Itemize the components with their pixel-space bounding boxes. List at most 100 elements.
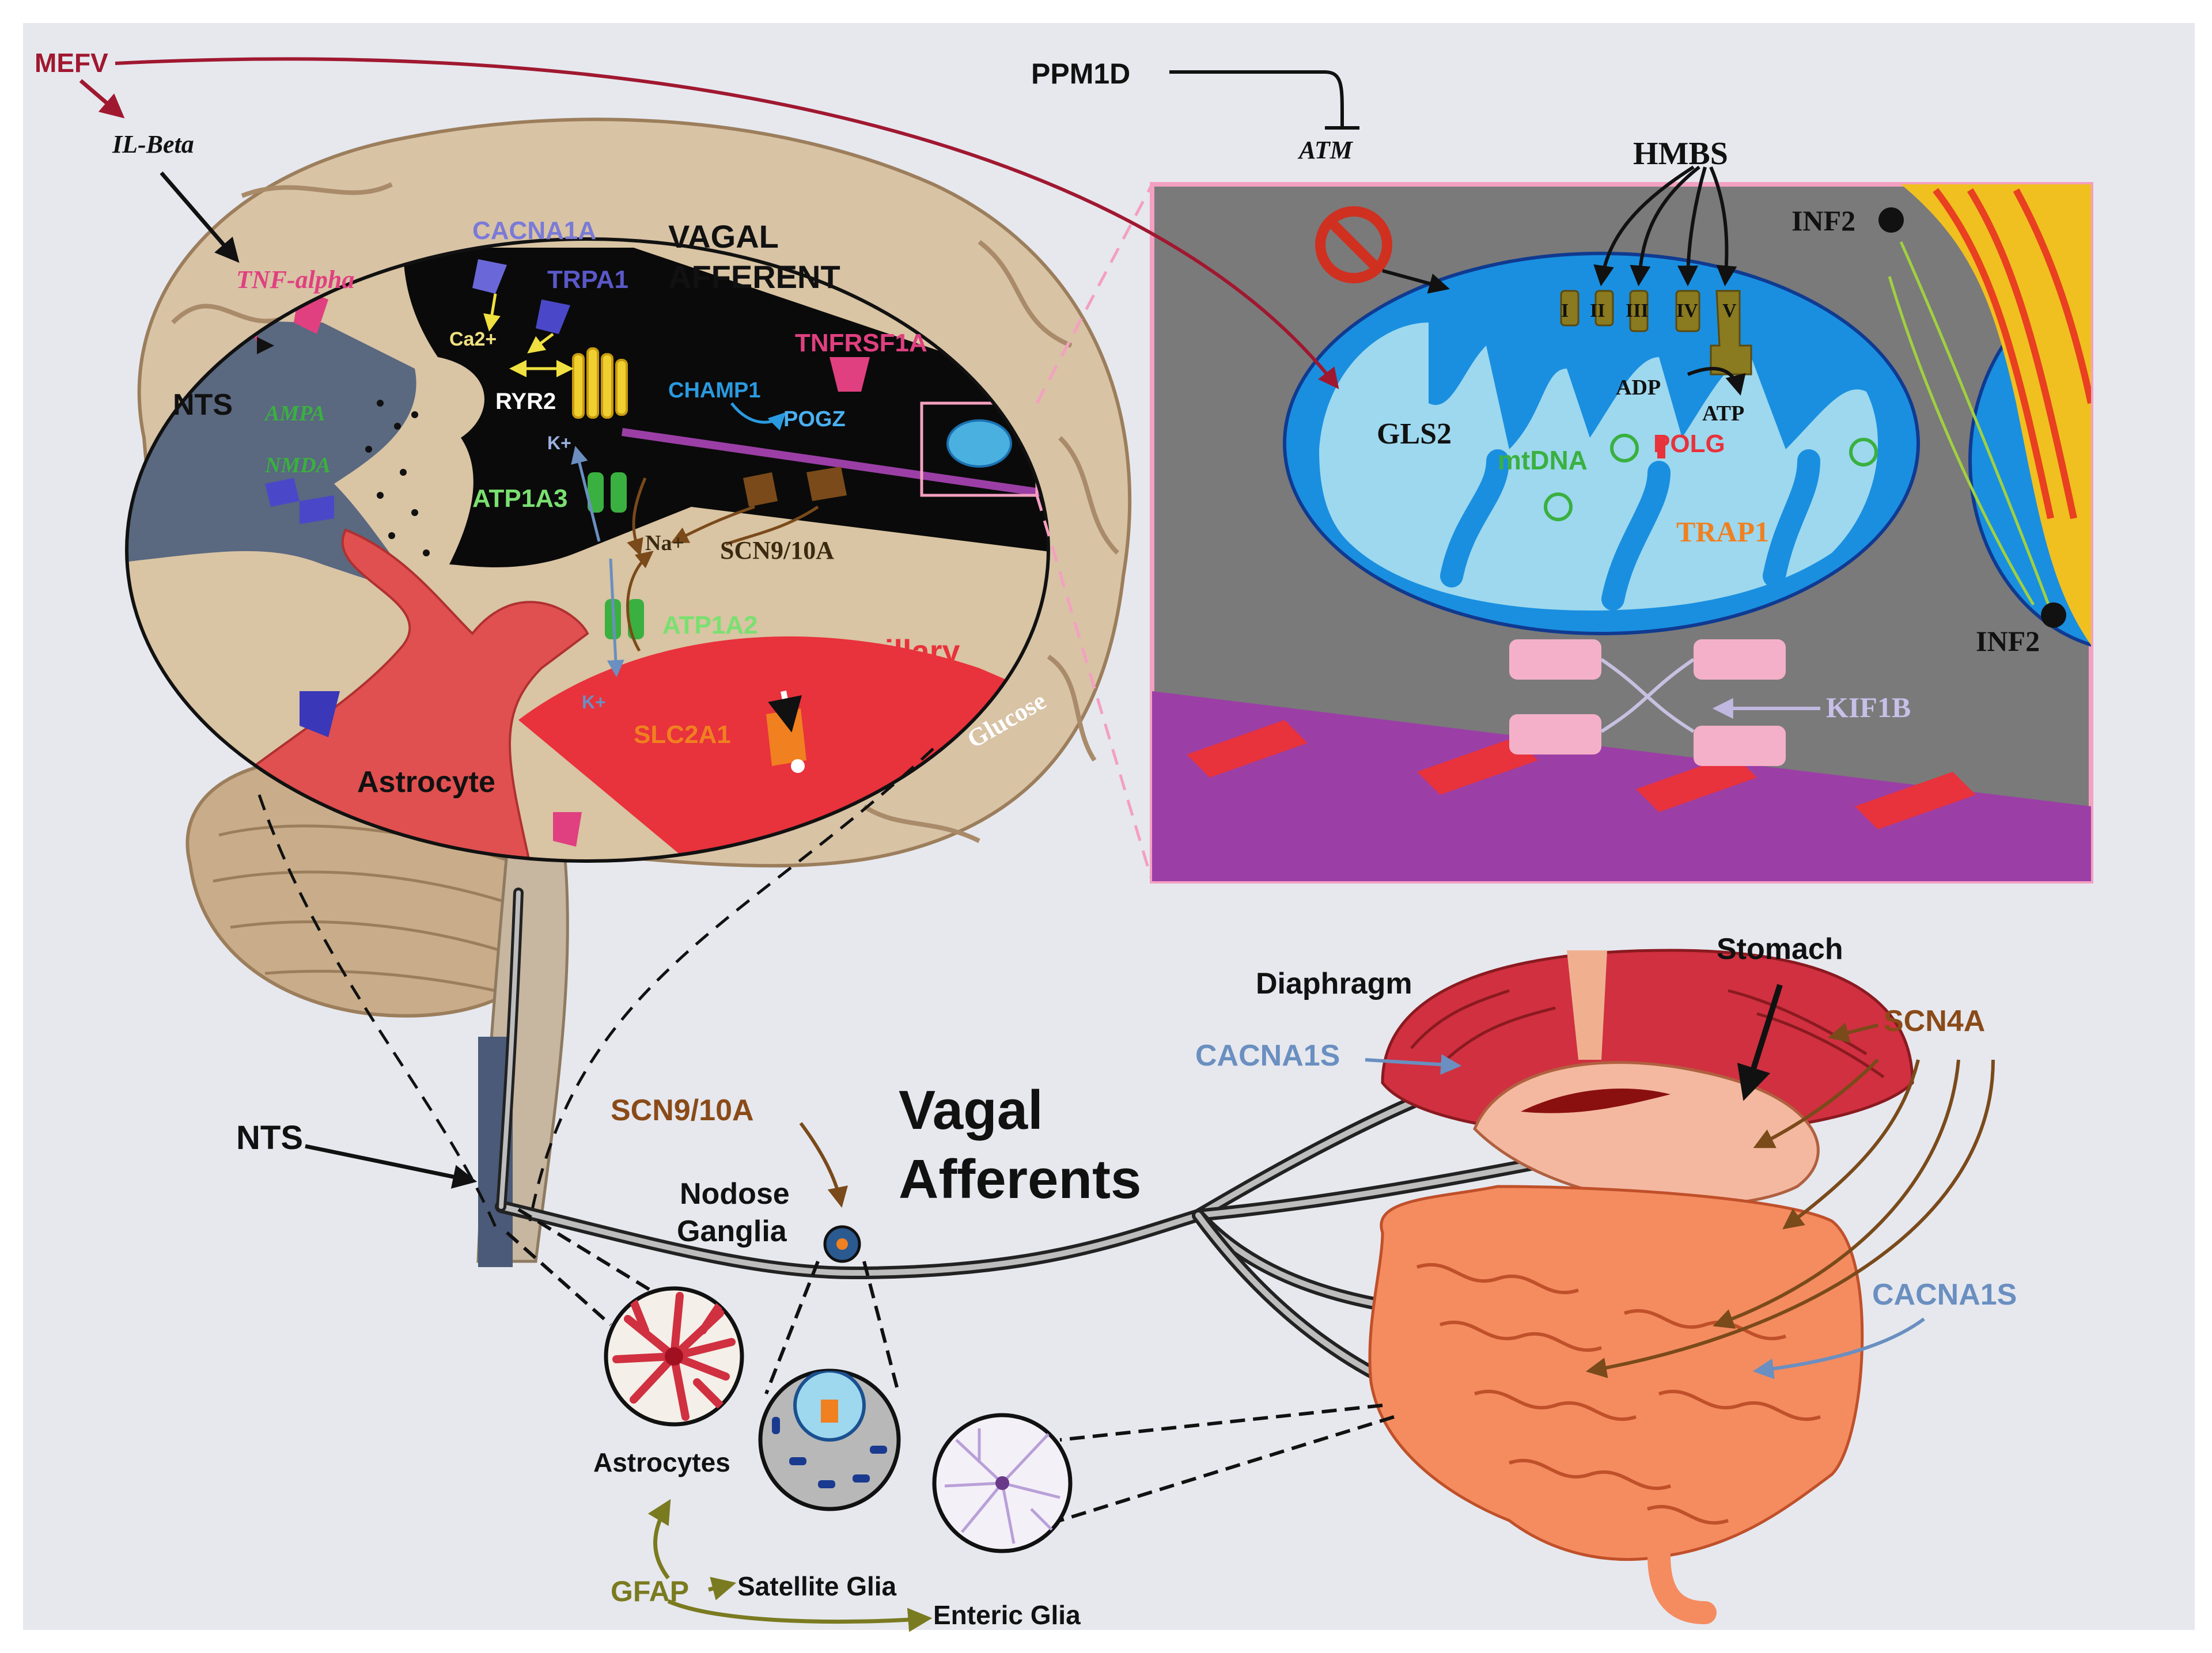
mefv-label: MEFV (35, 48, 108, 78)
vagal-label-2: Afferents (899, 1148, 1141, 1210)
scn-channel-2 (806, 467, 847, 501)
polg-label: POLG (1653, 430, 1725, 458)
er-bundle (1901, 184, 2091, 645)
satellite-glia-circle (758, 1368, 901, 1511)
ppm1d-label: PPM1D (1031, 58, 1130, 90)
kif1b-label: KIF1B (1826, 691, 1911, 723)
ampa-label: AMPA (264, 401, 325, 426)
mefv-il-beta-arrow (79, 79, 125, 119)
mtdna-circle-3 (1849, 438, 1878, 467)
kif1b-motor (1509, 639, 1786, 766)
nts-inset-label: NTS (173, 388, 233, 422)
kplus-top-label: K+ (547, 433, 571, 453)
glia-zoom-lines (506, 1208, 1395, 1522)
cacna1s-bottom-label: CACNA1S (1872, 1278, 2017, 1311)
trpa1-label: TRPA1 (547, 266, 628, 294)
scn-channel-1 (743, 472, 778, 507)
tubb3-label: TUBB3 (1238, 817, 1346, 854)
tnfrsf1a-label: TNFRSF1A (795, 329, 927, 357)
satellite-glia-label: Satellite Glia (737, 1571, 897, 1601)
atm-inhibitor-group (1169, 70, 1737, 294)
trpa1-channel (536, 299, 570, 334)
mito-zoom-lines (1035, 183, 1154, 882)
mini-mitochondrion (946, 419, 1012, 468)
na-plus-label: Na+ (645, 531, 684, 555)
astrocyte-receptor (300, 691, 340, 737)
il-beta-label: IL-Beta (112, 130, 194, 158)
complex-i-label: I (1561, 300, 1569, 321)
complex-iii-label: III (1626, 300, 1649, 321)
polg-marker (1657, 438, 1665, 458)
atm-label: ATM (1297, 136, 1354, 164)
no-symbol-icon (1315, 206, 1392, 283)
tnfrsf1a-receptor (830, 357, 870, 392)
ampa-receptor (265, 478, 300, 507)
inf2-top-label: INF2 (1791, 204, 1855, 237)
esophagus (1567, 950, 1607, 1060)
mefv-arrow (115, 57, 1339, 389)
complex-v-label: V (1722, 300, 1737, 321)
scn4a-label: SCN4A (1884, 1004, 1985, 1038)
vagal-afferent-label-2: AFFERENT (668, 259, 840, 295)
stomach-label: Stomach (1717, 932, 1843, 966)
pogz-label: POGZ (783, 407, 846, 431)
ryr2-stack (572, 347, 628, 419)
diaphragm-label: Diaphragm (1256, 967, 1412, 1000)
inf2-bottom-label: INF2 (1976, 625, 2040, 657)
vagal-afferent-label-1: VAGAL (668, 218, 779, 255)
nmda-label: NMDA (264, 453, 331, 477)
mtdna-circle-2 (1544, 492, 1573, 521)
microtubule-line (621, 428, 1048, 499)
inset-outline (125, 237, 1050, 863)
nodose-label-2: Ganglia (677, 1215, 787, 1248)
atp-label: ATP (1702, 401, 1744, 426)
enteric-glia-circle (932, 1413, 1073, 1553)
atp1a2-label: ATP1A2 (662, 611, 757, 639)
inf2-dot-bottom (2041, 602, 2066, 628)
astrocytes-circle (604, 1286, 744, 1427)
capillary-receptor (553, 812, 582, 847)
enteric-glia-label: Enteric Glia (933, 1600, 1081, 1630)
capillary-label: Capillary (824, 633, 960, 669)
tubb3-microtubule (1152, 691, 2091, 881)
atp1a3-label: ATP1A3 (472, 484, 567, 513)
champ1-label: CHAMP1 (668, 378, 760, 403)
gls2-label: GLS2 (1377, 418, 1452, 450)
complex-ii-label: II (1590, 300, 1605, 321)
digestive-organs (1368, 949, 1914, 1624)
tnf-alpha-label: TNF-alpha (236, 266, 354, 294)
nts-zoom-inset (125, 237, 1050, 863)
vagal-label-1: Vagal (899, 1079, 1043, 1141)
hmbs-label: HMBS (1633, 136, 1728, 172)
scn9-10a-inset-label: SCN9/10A (720, 536, 834, 564)
etc-complexes (1560, 290, 1752, 376)
cacna1a-label: CACNA1A (472, 217, 596, 245)
atp1a3-pump (588, 472, 604, 513)
cacna1a-channel (472, 259, 507, 294)
slc2a1-label: SLC2A1 (634, 721, 731, 749)
gfap-arrows (647, 1499, 933, 1632)
ryr2-label: RYR2 (495, 389, 556, 414)
nts-main-label: NTS (236, 1119, 303, 1157)
il-beta-arrow (160, 171, 240, 263)
gfap-label: GFAP (611, 1575, 689, 1607)
scn9-10a-main-label: SCN9/10A (611, 1094, 754, 1127)
ca2-label: Ca2+ (449, 328, 497, 350)
mtdna-label: mtDNA (1498, 445, 1588, 475)
adp-label: ADP (1616, 376, 1661, 400)
complex-iv-label: IV (1676, 300, 1698, 321)
vagal-afferent-terminal (403, 248, 1048, 567)
mitochondria-inset (1150, 182, 2093, 884)
labels: MEFV IL-Beta TNF-alpha CACNA1A TRPA1 VAG… (35, 48, 2040, 1630)
cacna1s-top-label: CACNA1S (1195, 1039, 1340, 1072)
kplus-bottom-label: K+ (582, 692, 606, 712)
astrocyte-label: Astrocyte (357, 765, 495, 799)
organ-arrows (305, 984, 1995, 1379)
nodose-label-1: Nodose (680, 1177, 790, 1211)
inf2-dot-top (1878, 207, 1904, 233)
astrocytes-label: Astrocytes (593, 1447, 730, 1477)
mtdna-circle-1 (1610, 434, 1639, 462)
trap1-label: TRAP1 (1676, 515, 1769, 548)
